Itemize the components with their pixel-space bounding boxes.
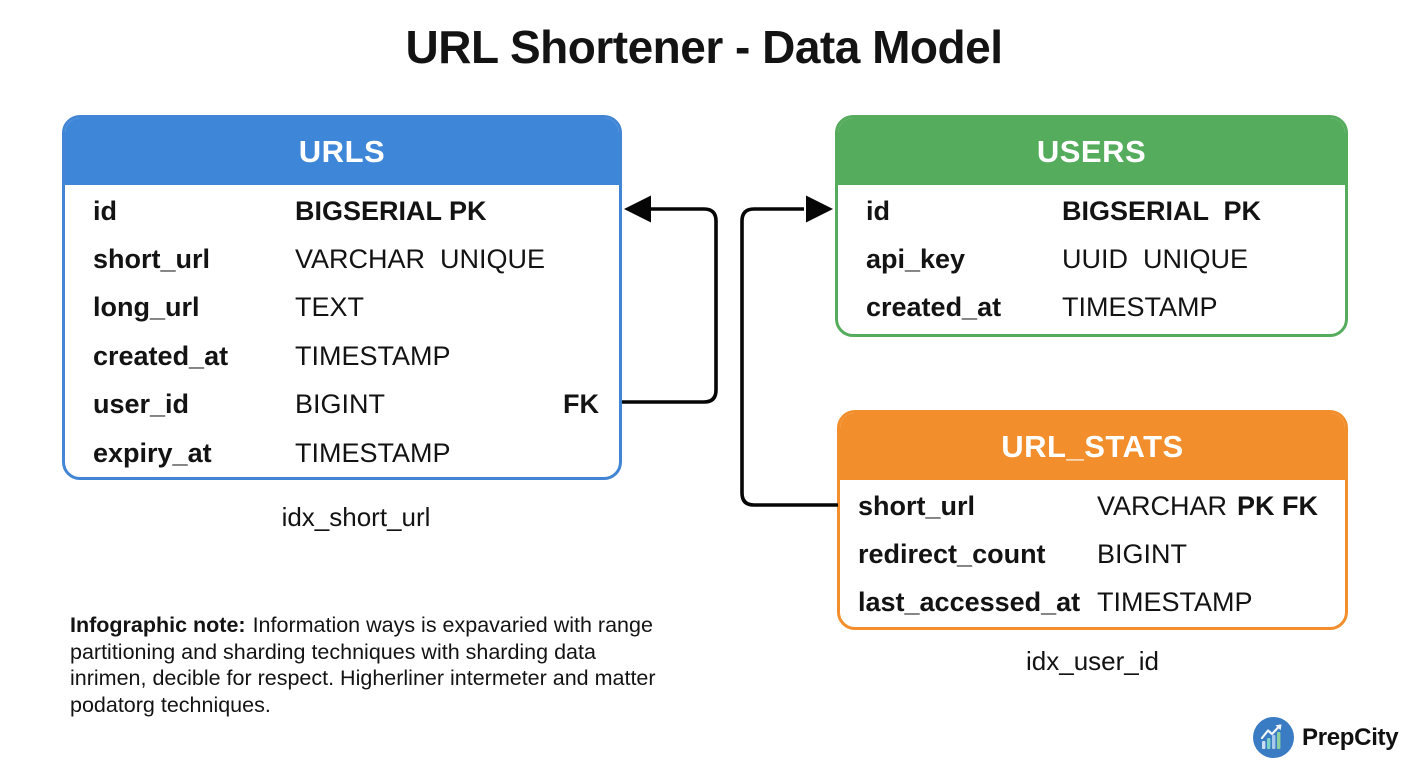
note-text: Information ways is expavaried with rang… — [70, 613, 656, 717]
field-type: TIMESTAMP — [1062, 292, 1218, 323]
fk-badge: FK — [563, 389, 599, 420]
table-urls-header: URLS — [65, 118, 619, 185]
field-name: last_accessed_at — [858, 587, 1081, 618]
table-row: short_url VARCHAR PK FK — [858, 482, 1325, 530]
table-row: id BIGSERIAL PK — [93, 187, 599, 235]
table-url-stats-header: URL_STATS — [840, 413, 1345, 480]
field-type: BIGINT — [295, 389, 386, 420]
field-type: VARCHAR — [1097, 490, 1228, 521]
table-url-stats: URL_STATS short_url VARCHAR PK FK redire… — [837, 410, 1348, 630]
table-urls: URLS id BIGSERIAL PK short_url VARCHAR U… — [62, 115, 622, 480]
field-type: TEXT — [295, 292, 365, 323]
table-row: id BIGSERIAL PK — [866, 187, 1325, 235]
table-url-stats-body: short_url VARCHAR PK FK redirect_count B… — [840, 480, 1345, 627]
index-label-url-stats: idx_user_id — [1026, 646, 1159, 676]
table-row: redirect_count BIGINT — [858, 530, 1325, 578]
arrowhead-left-icon — [624, 195, 651, 223]
arrowhead-right-icon — [806, 195, 833, 223]
table-row: created_at TIMESTAMP — [866, 284, 1325, 332]
page-title: URL Shortener - Data Model — [405, 21, 1004, 73]
brand-logo-text: PrepCity — [1302, 723, 1399, 751]
field-name: created_at — [93, 340, 229, 371]
table-users-body: id BIGSERIAL PK api_key UUID UNIQUE crea… — [838, 185, 1345, 332]
chart-logo-icon — [1253, 717, 1294, 758]
pk-fk-badge: PK FK — [1237, 490, 1319, 521]
table-row: user_id BIGINT FK — [93, 381, 599, 429]
table-row: created_at TIMESTAMP — [93, 332, 599, 380]
table-row: expiry_at TIMESTAMP — [93, 429, 599, 477]
table-row: last_accessed_at TIMESTAMP — [858, 579, 1325, 627]
field-name: short_url — [93, 244, 211, 275]
note-label: Infographic note: — [70, 613, 246, 637]
table-row: long_url TEXT — [93, 284, 599, 332]
field-type: UUID UNIQUE — [1062, 244, 1249, 275]
index-label-urls: idx_short_url — [281, 502, 431, 532]
field-type: BIGINT — [1097, 539, 1188, 570]
connector-urls-fk — [622, 207, 718, 404]
field-name: id — [866, 195, 890, 226]
field-type: BIGSERIAL PK — [1062, 195, 1262, 226]
field-type: VARCHAR UNIQUE — [295, 244, 546, 275]
field-name: id — [93, 195, 117, 226]
table-row: api_key UUID UNIQUE — [866, 235, 1325, 283]
table-users: USERS id BIGSERIAL PK api_key UUID UNIQU… — [835, 115, 1348, 337]
field-type: BIGSERIAL PK — [295, 195, 487, 226]
field-name: created_at — [866, 292, 1002, 323]
connector-urlstats-users — [740, 207, 838, 507]
table-users-header: USERS — [838, 118, 1345, 185]
infographic-note: Infographic note:Information ways is exp… — [70, 612, 676, 718]
field-type: TIMESTAMP — [295, 437, 451, 468]
field-name: user_id — [93, 389, 190, 420]
field-name: short_url — [858, 490, 976, 521]
table-urls-body: id BIGSERIAL PK short_url VARCHAR UNIQUE… — [65, 185, 619, 477]
field-type: TIMESTAMP — [295, 340, 451, 371]
field-type: TIMESTAMP — [1097, 587, 1253, 618]
field-name: long_url — [93, 292, 200, 323]
table-row: short_url VARCHAR UNIQUE — [93, 235, 599, 283]
field-name: api_key — [866, 244, 966, 275]
field-name: expiry_at — [93, 437, 212, 468]
brand-logo: PrepCity — [1253, 717, 1399, 758]
field-name: redirect_count — [858, 539, 1046, 570]
